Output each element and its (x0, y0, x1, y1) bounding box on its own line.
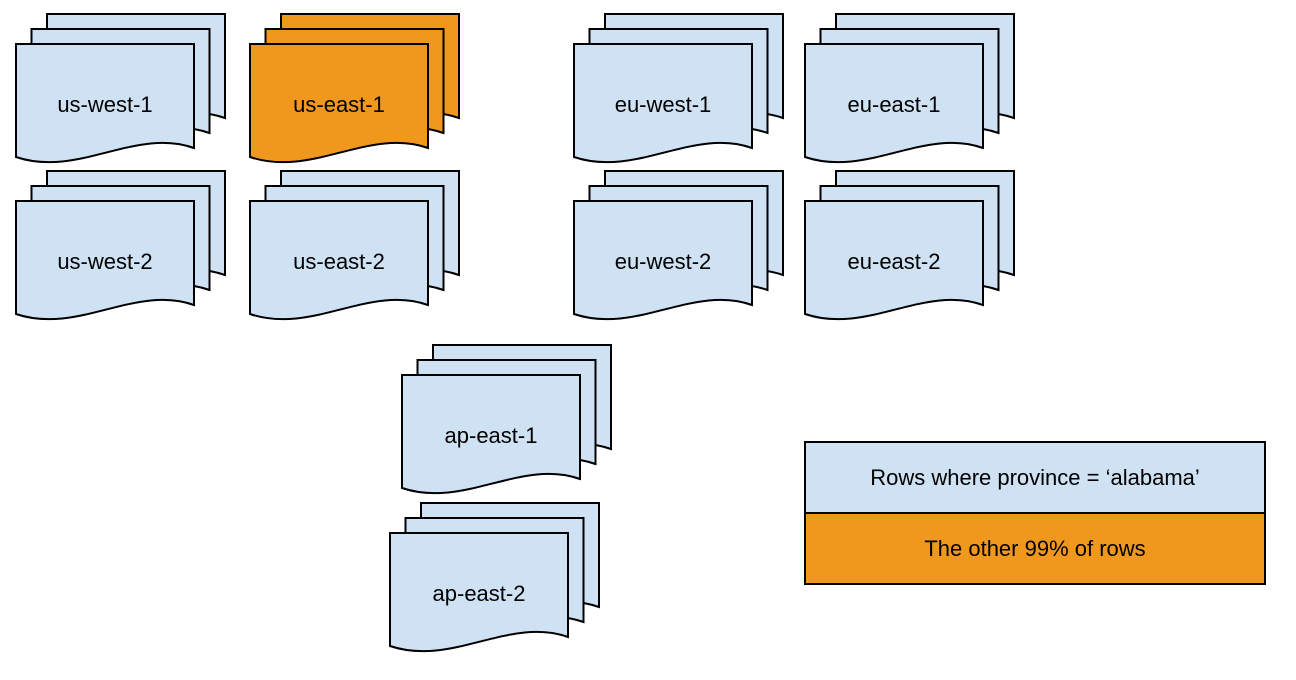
stack-us-west-1: us-west-1 (15, 13, 227, 175)
stack-eu-west-1: eu-west-1 (573, 13, 785, 175)
legend-item-other-rows: The other 99% of rows (806, 512, 1264, 583)
legend-item-other-label: The other 99% of rows (924, 535, 1146, 561)
document-stack-icon (15, 13, 226, 164)
document-stack-icon (573, 13, 784, 164)
legend-item-alabama-label: Rows where province = ‘alabama’ (870, 464, 1200, 490)
stack-us-east-2: us-east-2 (249, 170, 461, 332)
document-stack-icon (249, 13, 460, 164)
document-stack-icon (389, 502, 600, 653)
document-stack-icon (804, 13, 1015, 164)
stack-ap-east-2: ap-east-2 (389, 502, 601, 664)
document-stack-icon (401, 344, 612, 495)
stack-eu-east-1: eu-east-1 (804, 13, 1016, 175)
stack-us-east-1: us-east-1 (249, 13, 461, 175)
document-stack-icon (804, 170, 1015, 321)
document-stack-icon (15, 170, 226, 321)
legend: Rows where province = ‘alabama’ The othe… (804, 441, 1266, 585)
document-stack-icon (249, 170, 460, 321)
legend-item-alabama-rows: Rows where province = ‘alabama’ (806, 443, 1264, 512)
stack-us-west-2: us-west-2 (15, 170, 227, 332)
stack-eu-west-2: eu-west-2 (573, 170, 785, 332)
stack-ap-east-1: ap-east-1 (401, 344, 613, 506)
stack-eu-east-2: eu-east-2 (804, 170, 1016, 332)
document-stack-icon (573, 170, 784, 321)
